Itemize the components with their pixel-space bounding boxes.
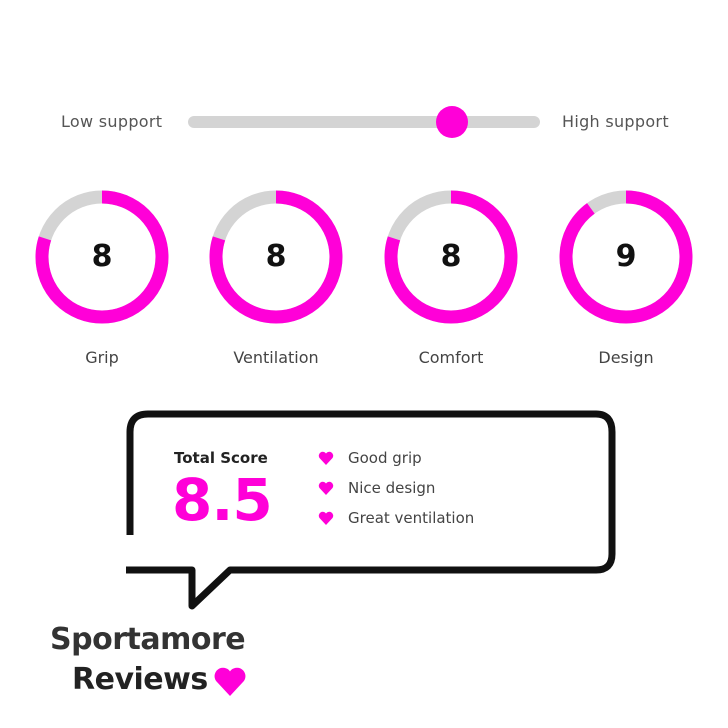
gauge-label: Comfort [418,348,484,367]
heart-icon [318,511,334,525]
pro-text: Great ventilation [348,509,475,527]
gauge-fill [209,190,343,324]
pro-item: Nice design [318,479,435,497]
brand-heart-icon [214,667,246,696]
gauge-value: 9 [615,239,637,274]
score-gauge-design: 9 [556,187,696,327]
gauge-label: Grip [85,348,119,367]
gauge-fill [559,190,693,324]
pro-text: Nice design [348,479,436,497]
pro-item: Great ventilation [318,509,474,527]
brand-line2: Reviews [72,662,208,697]
gauge-label: Design [598,348,654,367]
gauge-value: 8 [440,239,462,274]
pro-text: Good grip [348,449,422,467]
heart-icon [318,481,334,495]
support-slider-thumb[interactable] [436,106,468,138]
gauge-fill [35,190,169,324]
total-score-label: Total Score [174,449,268,467]
low-support-label: Low support [61,112,163,131]
gauge-fill [384,190,518,324]
score-gauge-grip: 8 [32,187,172,327]
gauge-label: Ventilation [233,348,319,367]
heart-icon [318,451,334,465]
pro-item: Good grip [318,449,422,467]
brand-line1: Sportamore [50,622,246,657]
gauge-value: 8 [265,239,287,274]
total-score-value: 8.5 [172,466,273,534]
score-gauge-comfort: 8 [381,187,521,327]
score-gauge-ventilation: 8 [206,187,346,327]
high-support-label: High support [562,112,669,131]
gauge-value: 8 [91,239,113,274]
